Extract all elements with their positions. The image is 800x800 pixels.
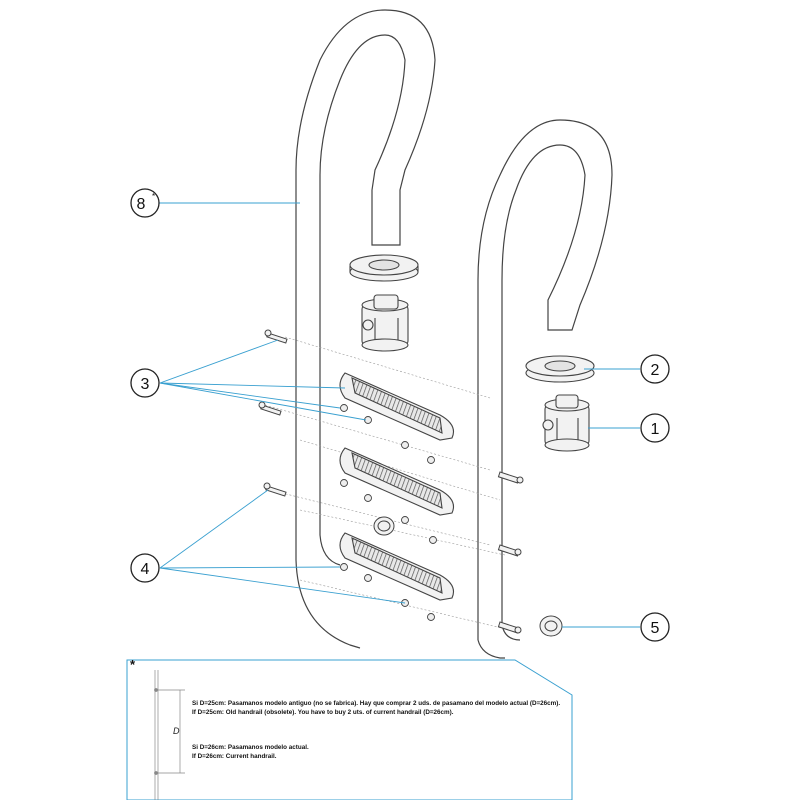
note-asterisk: *	[130, 657, 136, 672]
anchor-right	[542, 394, 590, 452]
note-box-outline	[126, 659, 573, 800]
step-1	[339, 372, 455, 441]
svg-text:4: 4	[141, 561, 150, 578]
step-2	[339, 447, 455, 516]
callout-3: 3	[130, 368, 160, 398]
flange-right	[525, 355, 595, 383]
end-cap-5	[539, 615, 563, 637]
callout-8: 8 *	[130, 188, 160, 218]
dimension-sketch	[154, 670, 185, 800]
end-cap-mid	[373, 516, 395, 536]
callout-1: 1	[640, 413, 670, 443]
right-handrail	[477, 119, 613, 659]
nuts	[340, 404, 437, 621]
svg-text:3: 3	[141, 376, 150, 393]
svg-text:1: 1	[651, 421, 660, 438]
note-es-1: Si D=25cm: Pasamanos modelo antiguo (no …	[192, 700, 561, 707]
note-en-1: If D=25cm: Old handrail (obsolete). You …	[192, 709, 454, 716]
leader-lines	[158, 202, 640, 628]
callout-5: 5	[640, 612, 670, 642]
anchor-left	[361, 294, 409, 352]
svg-text:8: 8	[137, 196, 146, 213]
note-es-2: Si D=26cm: Pasamanos modelo actual.	[192, 744, 309, 751]
svg-text:5: 5	[651, 620, 660, 637]
note-en-2: If D=26cm: Current handrail.	[192, 753, 277, 760]
flange-left	[349, 254, 419, 282]
callout-2: 2	[640, 354, 670, 384]
left-handrail	[295, 9, 436, 649]
svg-text:*: *	[152, 192, 155, 201]
svg-text:2: 2	[651, 362, 660, 379]
bolts-right	[497, 471, 524, 634]
dimension-label: D	[173, 726, 180, 736]
bolts-left	[258, 329, 288, 497]
callout-4: 4	[130, 553, 160, 583]
step-3	[339, 532, 455, 601]
